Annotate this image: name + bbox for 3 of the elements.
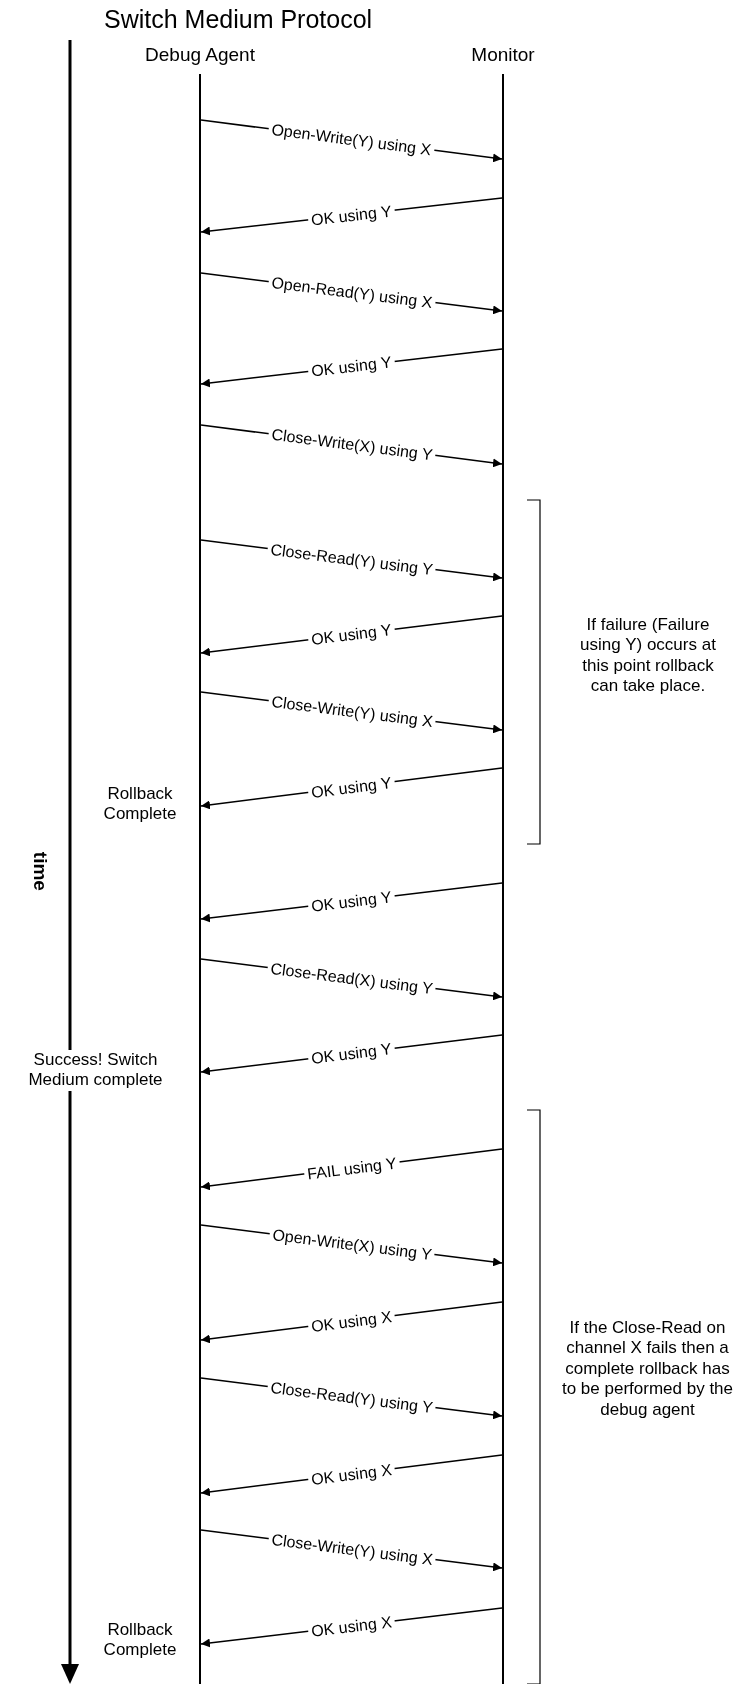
- note: If the Close-Read on channel X fails then a complete rollback has to be performed by the debug agent: [560, 1318, 735, 1420]
- axis-label: time: [28, 851, 51, 891]
- diagram-title: Switch Medium Protocol: [104, 4, 373, 34]
